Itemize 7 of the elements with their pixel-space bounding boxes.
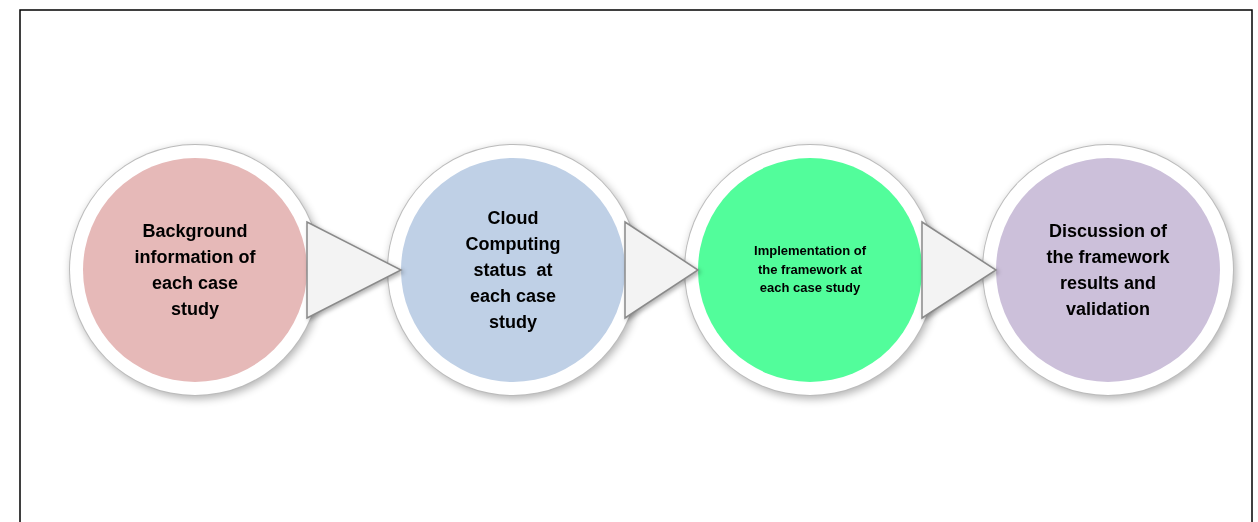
node-label: Cloud Computing status at each case study (464, 206, 562, 335)
node-label: Implementation of the framework at each case study (753, 241, 867, 298)
chevron-arrow (624, 220, 700, 320)
chevron-arrow (921, 220, 998, 320)
node-label: Background information of each case study (133, 219, 257, 322)
node-label: Discussion of the framework results and validation (1045, 219, 1171, 322)
chevron-arrow (306, 220, 403, 320)
